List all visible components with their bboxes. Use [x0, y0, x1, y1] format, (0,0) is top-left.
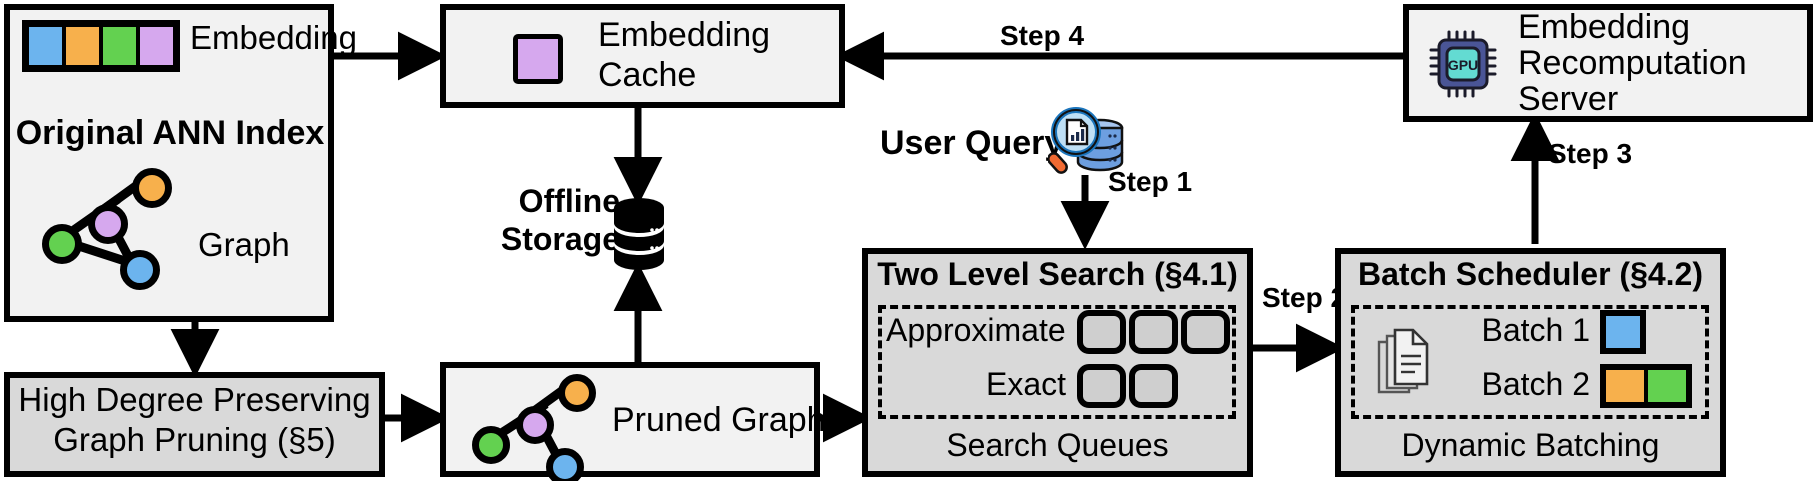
batch-2-swatch-orange: [1606, 370, 1648, 402]
gpu-icon: GPU: [1427, 28, 1499, 100]
magnifier-database-icon: [1047, 100, 1132, 178]
search-queues-dashed-region: [878, 305, 1236, 419]
original-ann-index-title: Original ANN Index: [15, 114, 325, 152]
embedding-cell-orange: [66, 27, 103, 65]
pruned-graph: [470, 374, 600, 481]
search-queues-footer: Search Queues: [946, 427, 1169, 463]
embedding-cache-title-line2: Cache: [598, 56, 697, 94]
embedding-cache-title-line1: Embedding: [598, 16, 771, 54]
approximate-queue-slots: [1077, 310, 1230, 354]
graph-pruning-line1: High Degree Preserving: [18, 381, 371, 418]
embedding-cell-green: [103, 27, 140, 65]
step4-label: Step 4: [1000, 20, 1085, 51]
embedding-strip: [22, 20, 180, 72]
embedding-cache-box: [440, 4, 845, 108]
graph-pruning-box: [4, 372, 385, 477]
graph-node-green: [42, 224, 82, 264]
purple-square-icon: [513, 34, 563, 84]
database-cylinder-icon: [612, 196, 666, 272]
step3-label: Step 3: [1548, 138, 1633, 169]
pruned-graph-label: Pruned Graph: [612, 401, 826, 439]
pruned-node-purple: [516, 406, 554, 444]
two-level-search-title: Two Level Search (§4.1): [877, 256, 1238, 292]
pruned-node-green: [472, 426, 510, 464]
step1-label: Step 1: [1108, 166, 1193, 197]
embedding-cell-blue: [29, 27, 66, 65]
queue-slot: [1077, 310, 1126, 354]
user-query-label: User Query: [880, 124, 1064, 162]
graph-pruning-line2: Graph Pruning (§5): [53, 421, 336, 458]
exact-queue-slots: [1077, 364, 1178, 408]
svg-text:GPU: GPU: [1448, 57, 1478, 73]
approximate-label: Approximate: [886, 312, 1066, 348]
dynamic-batching-footer: Dynamic Batching: [1401, 427, 1660, 463]
graph-node-blue: [120, 250, 160, 290]
queue-slot: [1129, 364, 1178, 408]
embedding-cell-purple: [140, 27, 173, 65]
dynamic-batching-dashed-region: [1351, 305, 1709, 419]
offline-storage-line2: Storage: [500, 221, 620, 257]
recomputation-server-line1: Embedding: [1518, 8, 1691, 46]
step2-label: Step 2: [1262, 282, 1347, 313]
queue-slot: [1181, 310, 1230, 354]
pruned-node-orange: [558, 374, 596, 412]
pruned-node-blue: [546, 448, 584, 481]
graph-label: Graph: [198, 226, 290, 263]
pruned-graph-box: [440, 362, 820, 477]
recomputation-server-line2: Recomputation: [1518, 44, 1747, 82]
batch-1-label: Batch 1: [1481, 312, 1590, 348]
queue-slot: [1129, 310, 1178, 354]
graph-node-orange: [132, 168, 172, 208]
two-level-search-box: [862, 248, 1253, 477]
batch-2-swatches: [1600, 364, 1692, 408]
batch-1-swatch-blue: [1600, 310, 1646, 354]
exact-label: Exact: [985, 366, 1066, 402]
batch-2-label: Batch 2: [1481, 366, 1590, 402]
documents-icon: [1375, 328, 1435, 396]
original-graph: [40, 168, 172, 290]
queue-slot: [1077, 364, 1126, 408]
recomputation-server-line3: Server: [1518, 80, 1619, 118]
offline-storage-line1: Offline: [518, 183, 620, 219]
graph-node-purple: [88, 204, 128, 244]
embedding-label: Embedding: [190, 19, 357, 56]
batch-scheduler-title: Batch Scheduler (§4.2): [1358, 256, 1703, 292]
recomputation-server-box: [1403, 4, 1813, 122]
batch-2-swatch-green: [1648, 370, 1686, 402]
